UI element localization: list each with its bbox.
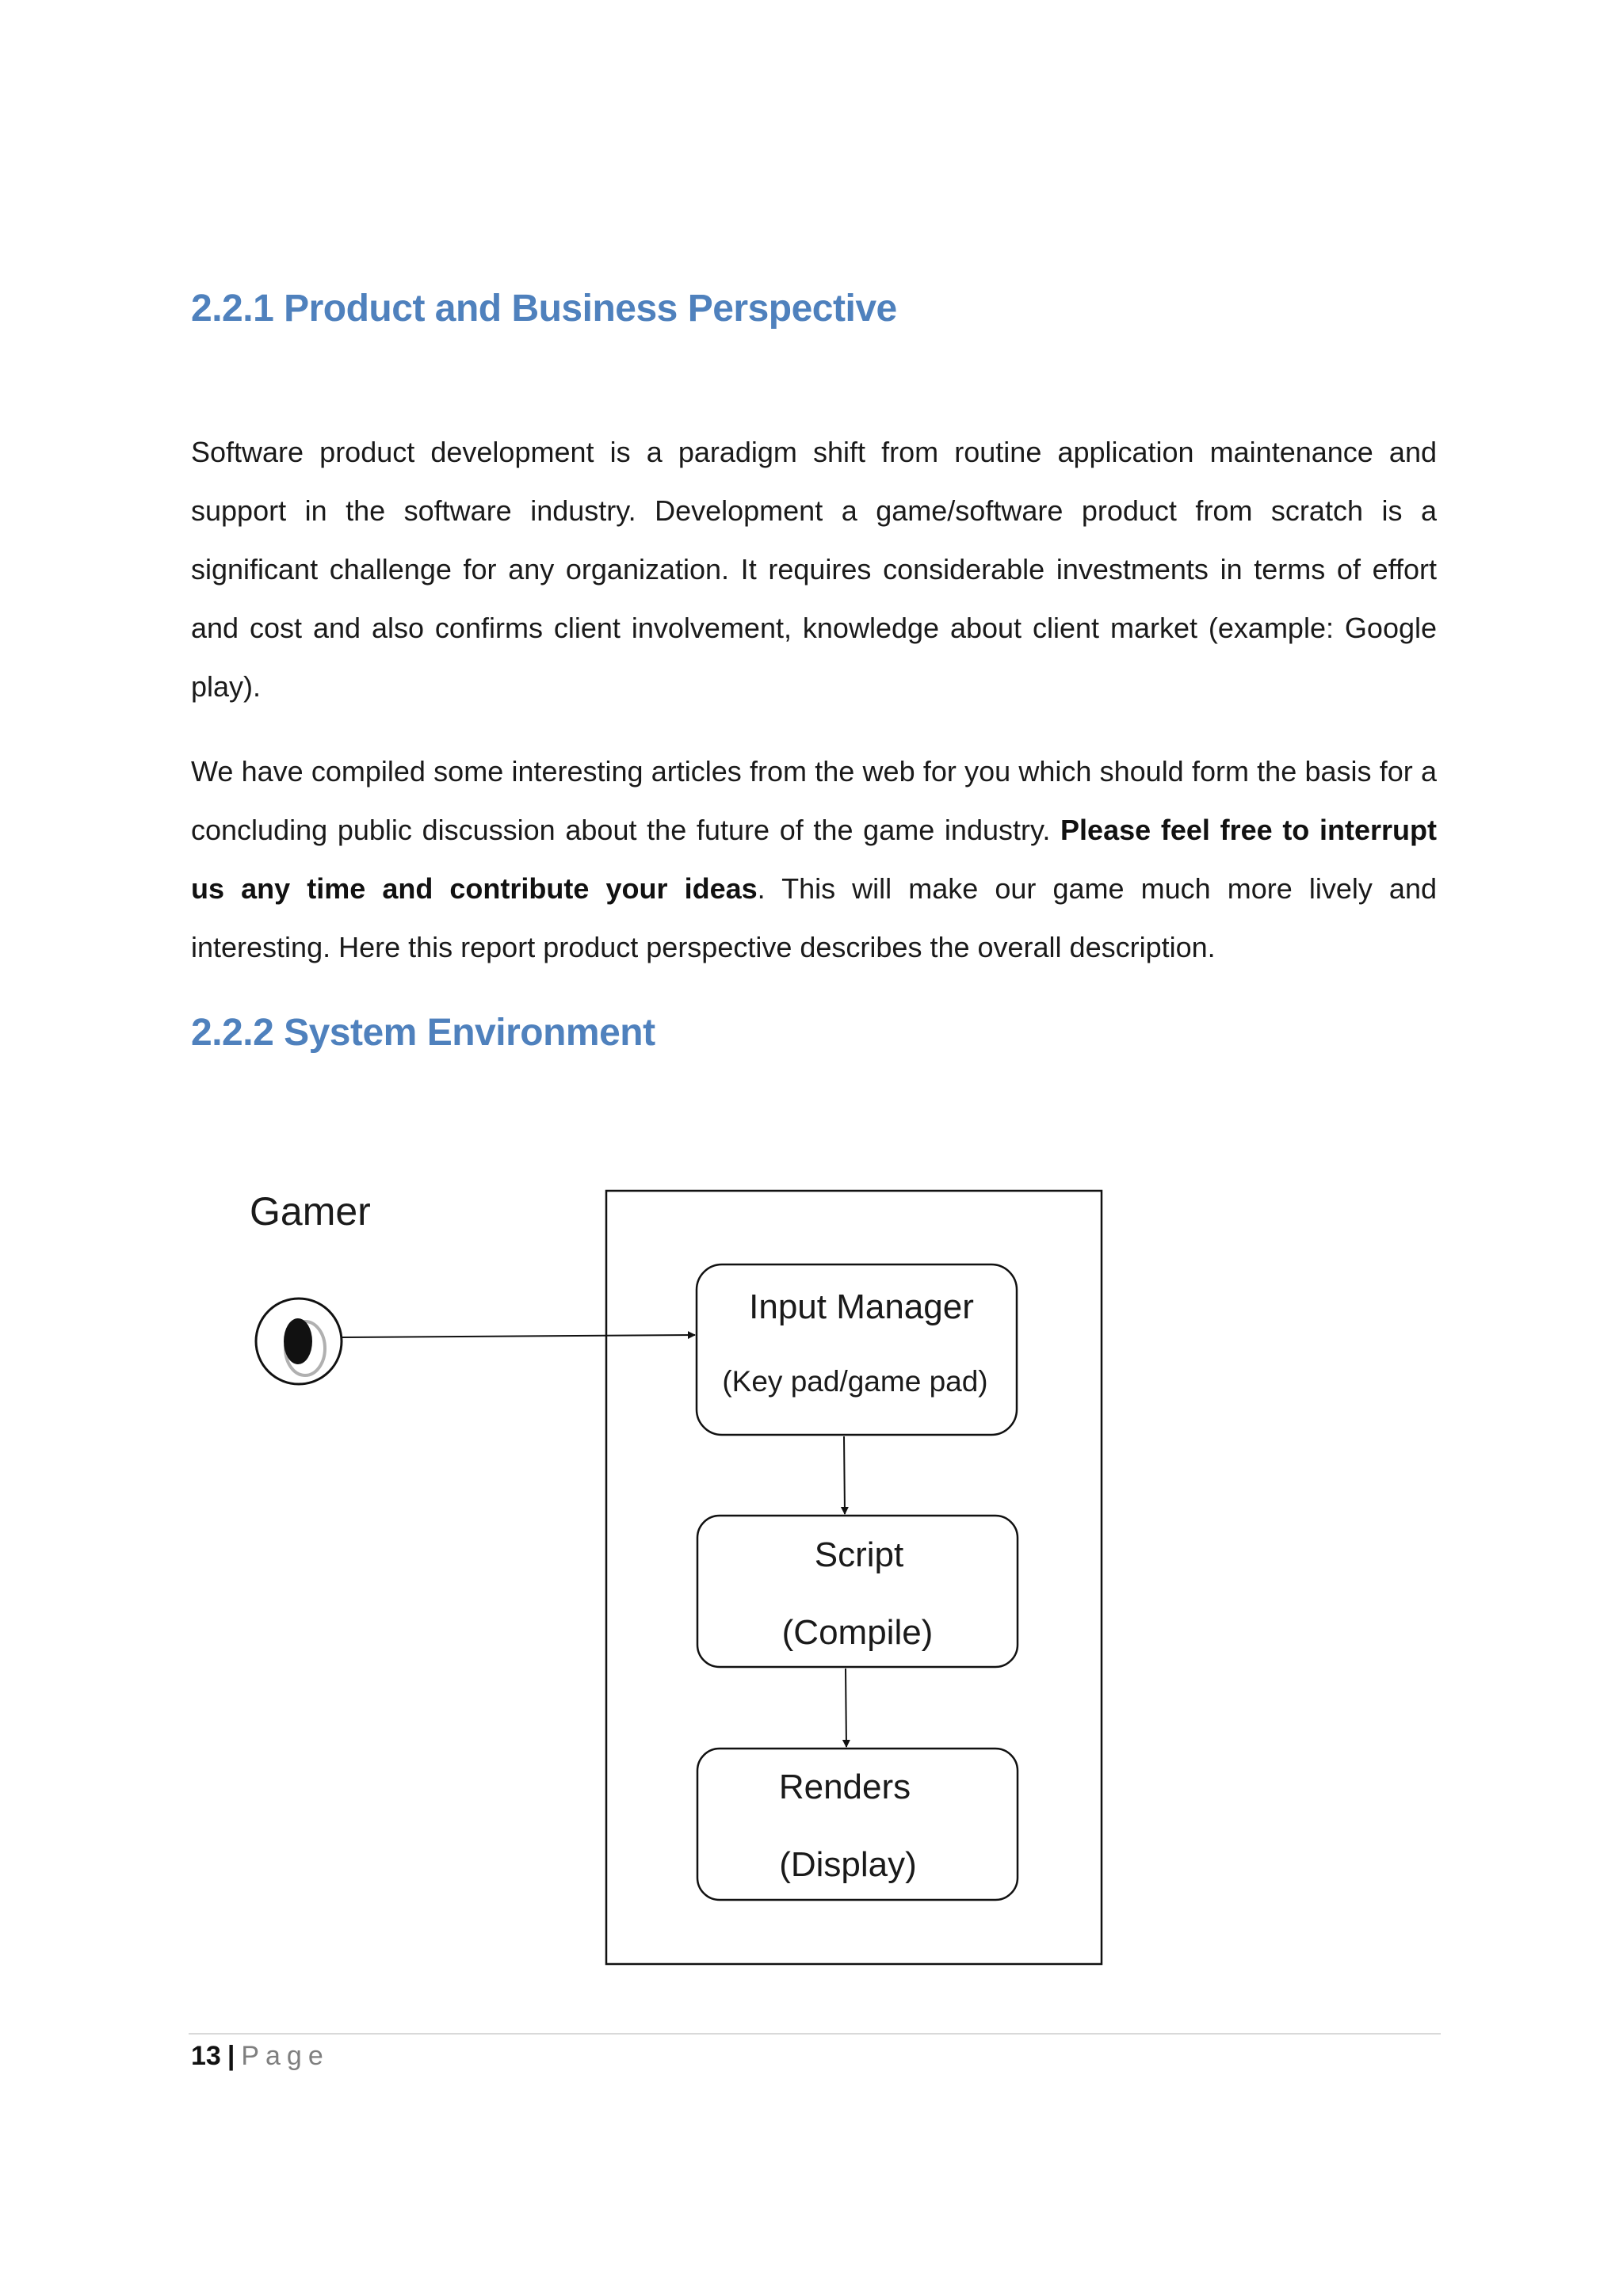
paragraph-articles-end: . This will make our game much more live… [191,872,1437,963]
arrow-input-to-script [840,1436,849,1515]
input-manager-node: Input Manager (Key pad/game pad) [695,1263,1018,1436]
footer-divider [189,2033,1441,2035]
input-manager-subtitle: (Key pad/game pad) [722,1365,987,1398]
paragraph-product-development: Software product development is a paradi… [191,436,1437,703]
renders-subtitle: (Display) [779,1845,917,1884]
actor-gamer-icon [254,1297,343,1386]
section-heading-product-perspective: 2.2.1 Product and Business Perspective [191,288,897,330]
renders-node: Renders (Display) [696,1747,1019,1901]
paragraph-articles: We have compiled some interesting articl… [191,742,1437,977]
input-manager-title: Input Manager [749,1287,974,1326]
actor-label-gamer: Gamer [250,1189,371,1234]
script-node: Script (Compile) [696,1514,1019,1669]
page-number: 13 [191,2041,221,2071]
renders-title: Renders [779,1768,911,1806]
script-title: Script [815,1535,903,1574]
section-heading-system-environment: 2.2.2 System Environment [191,1012,655,1054]
script-subtitle: (Compile) [782,1613,934,1652]
arrow-gamer-to-input-manager [342,1331,696,1340]
footer-separator: | [227,2041,235,2071]
system-boundary [605,1189,1103,1966]
page-word: Page [241,2041,330,2071]
page-footer: 13|Page [191,2038,330,2074]
paragraph-articles-start: We have compiled some interesting articl… [191,755,1437,846]
paragraph-articles-bold: Please feel free to interrupt us any tim… [191,814,1437,905]
